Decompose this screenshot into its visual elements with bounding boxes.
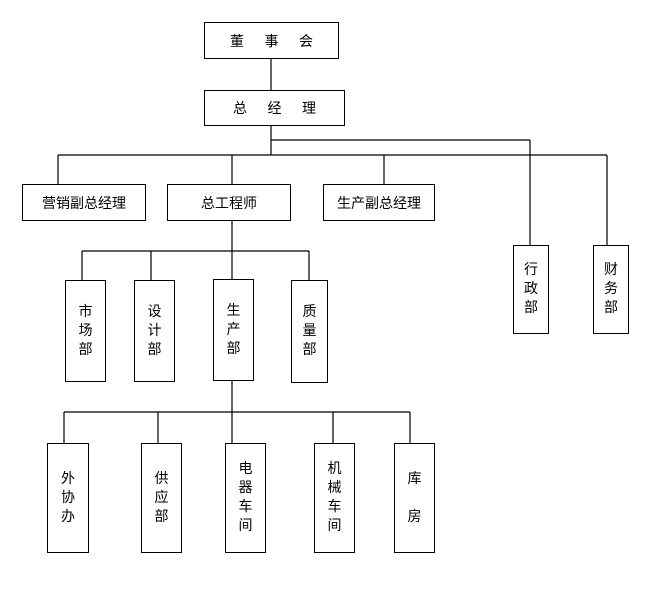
board-of-directors-box: 董 事 会: [204, 22, 339, 59]
machinery-workshop-box: 机械车间: [314, 443, 355, 553]
admin-dept-label: 行政部: [524, 262, 538, 316]
deputy-gm-sales-box: 营销副总经理: [22, 184, 146, 221]
quality-dept-label: 质量部: [302, 304, 317, 358]
board-of-directors-label: 董 事 会: [230, 33, 321, 50]
outsourcing-office-label: 外协办: [61, 470, 75, 525]
deputy-gm-sales-label: 营销副总经理: [42, 195, 126, 212]
design-dept-label: 设计部: [147, 303, 162, 358]
chief-engineer-box: 总工程师: [167, 184, 291, 221]
admin-dept-box: 行政部: [513, 245, 549, 334]
finance-dept-label: 财务部: [604, 262, 618, 316]
machinery-workshop-label: 机械车间: [327, 461, 342, 534]
finance-dept-box: 财务部: [593, 245, 629, 334]
general-manager-label: 总 经 理: [233, 101, 324, 117]
supply-dept-label: 供应部: [154, 470, 169, 525]
quality-dept-box: 质量部: [291, 280, 328, 383]
deputy-gm-production-box: 生产副总经理: [323, 184, 435, 221]
production-dept-label: 生产部: [226, 302, 241, 357]
warehouse-label: 库 房: [407, 470, 422, 525]
general-manager-box: 总 经 理: [204, 90, 345, 126]
supply-dept-box: 供应部: [141, 443, 182, 553]
chief-engineer-label: 总工程师: [201, 195, 257, 212]
design-dept-box: 设计部: [134, 280, 175, 382]
market-dept-label: 市场部: [78, 303, 93, 358]
electrical-workshop-label: 电器车间: [238, 461, 253, 534]
deputy-gm-production-label: 生产副总经理: [337, 195, 421, 212]
electrical-workshop-box: 电器车间: [225, 443, 266, 553]
outsourcing-office-box: 外协办: [47, 443, 89, 553]
warehouse-box: 库 房: [394, 443, 435, 553]
market-dept-box: 市场部: [65, 280, 106, 382]
production-dept-box: 生产部: [213, 279, 254, 381]
